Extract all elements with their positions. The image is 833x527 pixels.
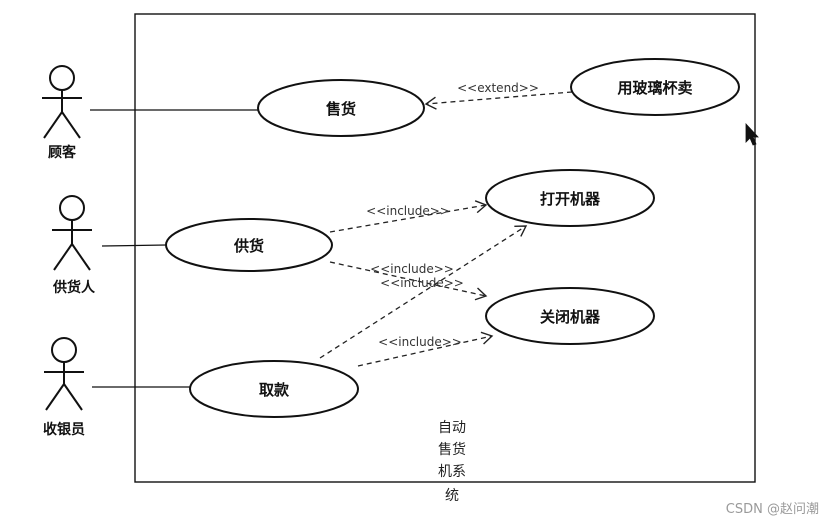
actor-label: 供货人 (52, 279, 96, 296)
stick-figure-icon (44, 337, 84, 411)
use-case-label: 供货 (233, 237, 264, 255)
extend-arrow-glass-sell (424, 91, 573, 110)
actor-customer: 顾客 (42, 65, 82, 161)
stick-figure-icon (52, 195, 92, 271)
system-boundary (134, 13, 756, 483)
stereotype-include-label: <<include>> (370, 262, 454, 276)
system-label-line-2: 售货 (438, 441, 466, 458)
use-case-withdraw: 取款 (189, 360, 359, 418)
stereotype-include-label: <<include>> (366, 204, 450, 218)
include-arrow-withdraw-close (357, 331, 494, 367)
use-case-glass: 用玻璃杯卖 (570, 58, 740, 116)
watermark: CSDN @赵问潮 (725, 502, 819, 517)
stereotype-extend-label: <<extend>> (457, 81, 539, 95)
stereotype-include-label: <<include>> (378, 335, 462, 349)
use-case-label: 打开机器 (540, 190, 601, 208)
mouse-cursor-icon (745, 122, 759, 146)
use-case-label: 用玻璃杯卖 (617, 79, 692, 97)
actor-cashier: 收银员 (43, 337, 85, 438)
use-case-label: 取款 (259, 381, 290, 399)
actor-label: 收银员 (43, 421, 85, 438)
association-supplier-supply (101, 244, 167, 247)
use-case-label: 售货 (326, 100, 356, 118)
use-case-label: 关闭机器 (540, 308, 601, 326)
include-arrow-withdraw-open (319, 225, 528, 359)
use-case-supply: 供货 (165, 218, 333, 272)
use-case-open: 打开机器 (485, 169, 655, 227)
system-label-line-3: 机系 (438, 464, 466, 480)
stick-figure-icon (42, 65, 82, 139)
system-label-line-4: 统 (445, 488, 459, 504)
use-case-sell: 售货 (257, 79, 425, 137)
stereotype-include-label: <<include>> (380, 276, 464, 290)
actor-supplier: 供货人 (52, 195, 96, 296)
actor-label: 顾客 (48, 144, 77, 161)
use-case-close: 关闭机器 (485, 287, 655, 345)
system-label-line-1: 自动 (438, 420, 466, 436)
